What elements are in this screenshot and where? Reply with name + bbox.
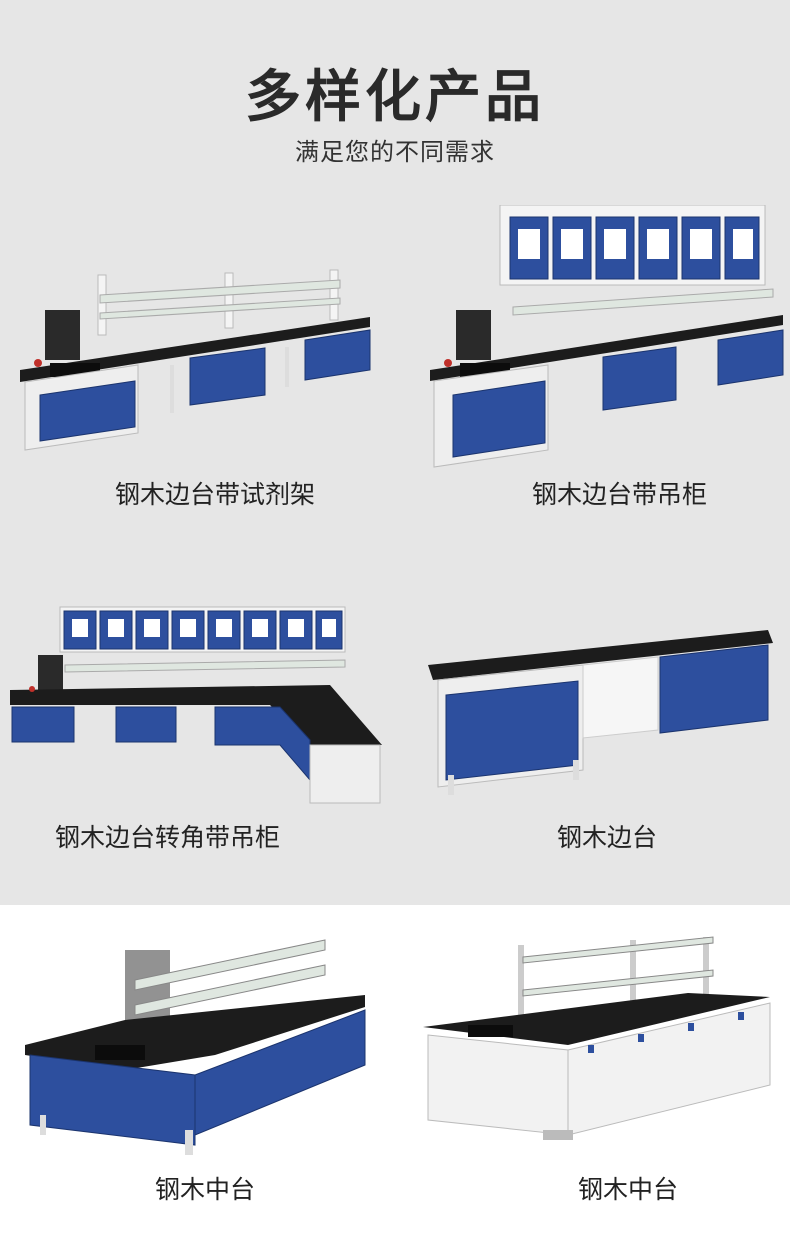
product-caption-1: 钢木边台带试剂架 xyxy=(115,480,316,509)
product-card-5[interactable] xyxy=(25,935,375,1160)
product-caption-4: 钢木边台 xyxy=(557,823,658,852)
page-title: 多样化产品 xyxy=(245,65,545,130)
product-caption-3: 钢木边台转角带吊柜 xyxy=(55,823,281,852)
page-subtitle: 满足您的不同需求 xyxy=(295,138,495,166)
product-image-1 xyxy=(20,269,371,451)
product-card-1[interactable] xyxy=(20,255,380,470)
product-card-6[interactable] xyxy=(418,935,778,1160)
product-image-3 xyxy=(10,606,382,804)
product-image-6 xyxy=(423,936,771,1140)
product-card-3[interactable] xyxy=(10,605,385,805)
product-card-4[interactable] xyxy=(428,625,778,800)
product-caption-6: 钢木中台 xyxy=(578,1175,679,1204)
product-caption-2: 钢木边台带吊柜 xyxy=(532,480,708,509)
product-image-5 xyxy=(25,939,366,1155)
product-card-2[interactable] xyxy=(428,205,788,470)
product-caption-5: 钢木中台 xyxy=(155,1175,256,1204)
product-image-2 xyxy=(430,205,784,468)
product-image-4 xyxy=(428,630,773,795)
